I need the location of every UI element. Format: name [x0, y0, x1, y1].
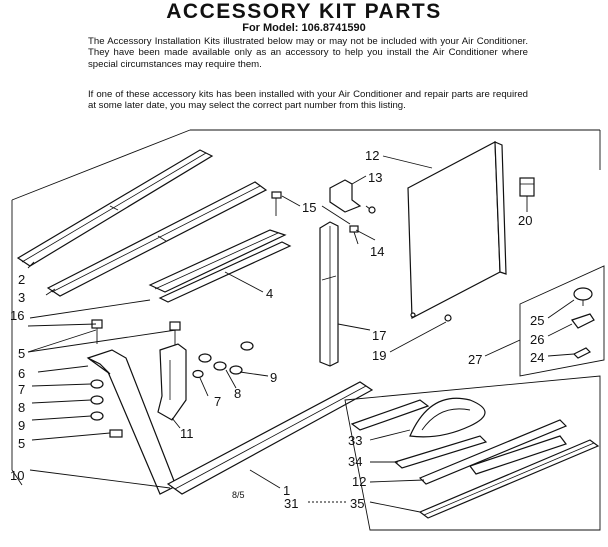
- callout-12-kit: 12: [352, 474, 366, 489]
- callout-33: 33: [348, 433, 362, 448]
- callout-16: 16: [10, 308, 24, 323]
- callout-20: 20: [518, 213, 532, 228]
- part-bracket-13: [329, 179, 376, 214]
- model-number: For Model: 106.8741590: [242, 22, 366, 34]
- part-strips: [350, 399, 568, 485]
- part-rail-35: [418, 439, 600, 519]
- part-clip: [519, 177, 535, 197]
- kit-box: [344, 265, 605, 531]
- callout-6: 6: [18, 366, 25, 381]
- callout-5-lower: 5: [18, 436, 25, 451]
- part-screw-14: [349, 225, 359, 245]
- part-washers-right: [192, 341, 254, 379]
- callout-3: 3: [18, 290, 25, 305]
- callout-35: 35: [350, 496, 364, 511]
- callout-24: 24: [530, 350, 544, 365]
- part-bolt-16: [91, 319, 181, 350]
- part-pin-24: [572, 347, 592, 359]
- callout-12-panel: 12: [365, 148, 379, 163]
- part-top-rail: [16, 149, 214, 267]
- callout-8-right: 8: [234, 386, 241, 401]
- callout-2: 2: [18, 272, 25, 287]
- callout-26: 26: [530, 332, 544, 347]
- leader-lines: [27, 155, 575, 513]
- intro-paragraph-1: The Accessory Installation Kits illustra…: [88, 36, 528, 70]
- callout-10: 10: [10, 468, 24, 483]
- part-loop-seal: [409, 397, 486, 438]
- part-panel: [407, 141, 507, 322]
- callout-15: 15: [302, 200, 316, 215]
- part-lower-rail: [46, 181, 268, 297]
- page-title: ACCESSORY KIT PARTS: [166, 0, 442, 23]
- part-bottom-bar: [166, 381, 374, 495]
- callout-19: 19: [372, 348, 386, 363]
- callout-13: 13: [368, 170, 382, 185]
- part-screw-15: [271, 191, 282, 216]
- callout-8-left: 8: [18, 400, 25, 415]
- callout-7-left: 7: [18, 382, 25, 397]
- callout-25: 25: [530, 313, 544, 328]
- callout-9-right: 9: [270, 370, 277, 385]
- diagram-frame: [11, 129, 601, 486]
- part-clip-26: [571, 313, 595, 329]
- callout-14: 14: [370, 244, 384, 259]
- callout-27: 27: [468, 352, 482, 367]
- callout-1: 1: [283, 483, 290, 498]
- intro-paragraph-2: If one of these accessory kits has been …: [88, 89, 528, 112]
- part-knob-25: [573, 287, 593, 306]
- callout-9-left: 9: [18, 418, 25, 433]
- part-vertical-post: [319, 221, 339, 367]
- callout-4: 4: [266, 286, 273, 301]
- callout-11: 11: [180, 426, 194, 441]
- part-washers-left: [90, 379, 123, 438]
- callout-31: 31: [284, 496, 298, 511]
- callout-labels: 2 3 16 5 4 6 7 8 9 5 10 11 7 8 9 1 12 13…: [10, 148, 544, 511]
- callout-7-right: 7: [214, 394, 221, 409]
- part-bracket-11: [157, 343, 187, 421]
- callout-5-upper: 5: [18, 346, 25, 361]
- callout-17: 17: [372, 328, 386, 343]
- callout-34: 34: [348, 454, 362, 469]
- figure-code: 8/5: [232, 490, 245, 500]
